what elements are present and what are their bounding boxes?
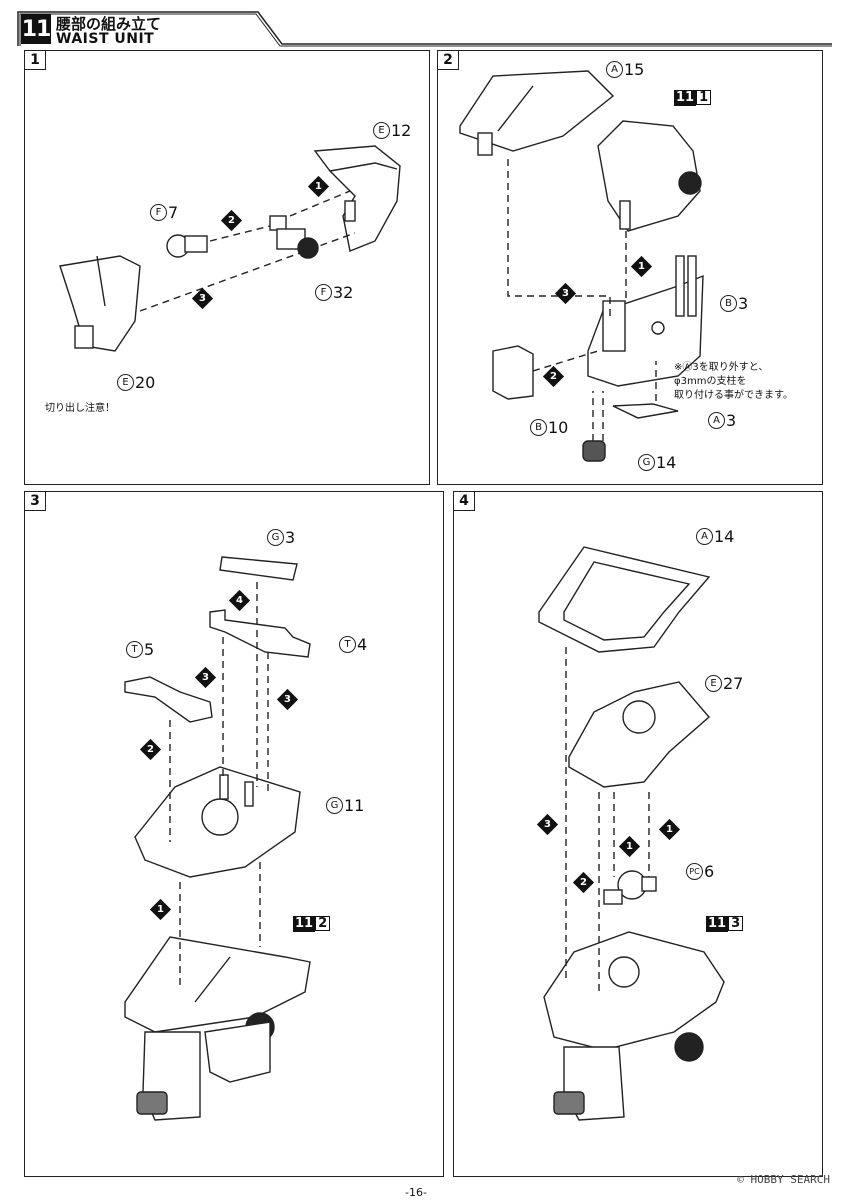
panel-number: 1 — [24, 50, 46, 70]
step-marker-2: 2 — [139, 738, 162, 761]
step-marker-3: 3 — [191, 287, 214, 310]
title-english: WAIST UNIT — [56, 31, 155, 47]
step-marker-3a: 3 — [194, 666, 217, 689]
panel-number: 3 — [24, 491, 46, 511]
assembly-illustration-2 — [459, 70, 704, 462]
step-marker-1a: 1 — [618, 835, 641, 858]
caution-text: 切り出し注意！ — [45, 403, 115, 414]
assembly-illustration-1 — [59, 145, 401, 352]
assembly-illustration-3 — [124, 556, 311, 1121]
page-header: 11 腰部の組み立て WAIST UNIT — [0, 0, 850, 48]
header-banner — [17, 11, 832, 47]
title-japanese: 腰部の組み立て — [56, 15, 162, 33]
step-marker-2: 2 — [220, 209, 243, 232]
step-marker-2: 2 — [542, 365, 565, 388]
step-marker-3: 3 — [554, 282, 577, 305]
step-marker-3: 3 — [536, 813, 559, 836]
step-marker-4: 4 — [228, 589, 251, 612]
step-marker-1b: 1 — [658, 818, 681, 841]
watermark-text: © HOBBY SEARCH — [737, 1173, 830, 1186]
panel-number: 4 — [453, 491, 475, 511]
step-marker-1: 1 — [307, 175, 330, 198]
panel-number: 2 — [437, 50, 459, 70]
step-marker-1: 1 — [149, 898, 172, 921]
step-marker-2: 2 — [572, 871, 595, 894]
assembly-illustration-4 — [538, 546, 725, 1121]
note-text: ※Ⓐ3を取り外すと、 φ3mmの支柱を 取り付ける事ができます。 — [674, 362, 793, 401]
page-number: -16- — [405, 1186, 427, 1199]
step-marker-3b: 3 — [276, 688, 299, 711]
step-number: 11 — [21, 14, 51, 44]
step-marker-1: 1 — [630, 255, 653, 278]
